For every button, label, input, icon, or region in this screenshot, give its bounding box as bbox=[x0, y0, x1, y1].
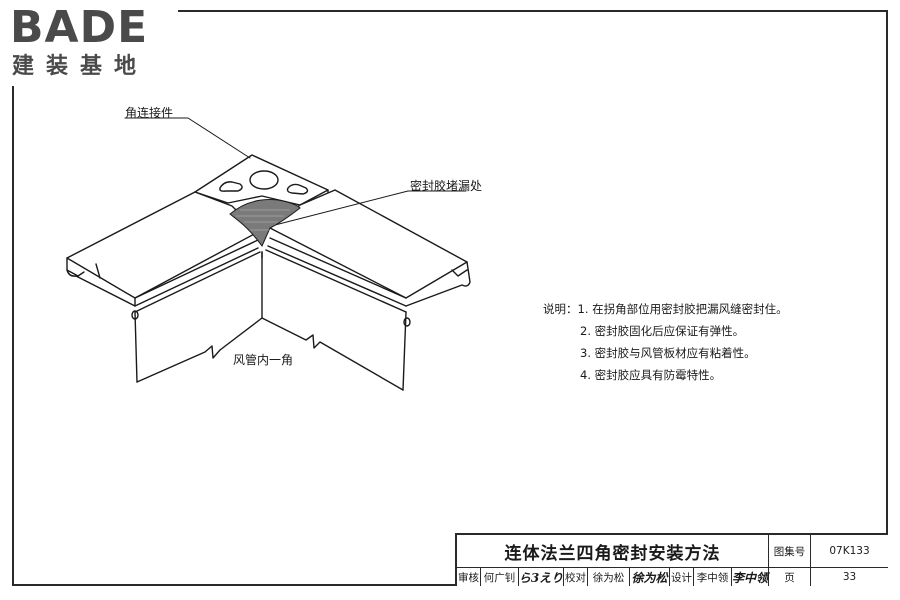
note-line-1: 说明：1. 在拐角部位用密封胶把漏风缝密封住。 bbox=[543, 298, 788, 320]
left-duct-wall bbox=[134, 311, 138, 383]
page-number: 33 bbox=[842, 571, 857, 583]
left-flange-top bbox=[66, 191, 259, 299]
review-label: 审核 bbox=[457, 568, 481, 586]
right-flange-lip bbox=[405, 261, 471, 307]
notes-block: 说明：1. 在拐角部位用密封胶把漏风缝密封住。 2. 密封胶固化后应保证有弹性。… bbox=[543, 298, 788, 386]
designer-name: 李中领 bbox=[694, 568, 732, 586]
left-break-line bbox=[136, 317, 263, 383]
check-label: 校对 bbox=[564, 568, 588, 586]
atlas-number-label: 图集号 bbox=[769, 535, 811, 568]
title-block: 连体法兰四角密封安装方法 图集号 07K133 审核 何广钊 ら3えり 校对 徐… bbox=[455, 533, 888, 586]
design-label: 设计 bbox=[670, 568, 694, 586]
note-item-1: 1. 在拐角部位用密封胶把漏风缝密封住。 bbox=[577, 302, 788, 316]
checker-signature: 徐为松 bbox=[630, 568, 670, 586]
connector-slot-left bbox=[219, 181, 243, 192]
designer-signature: 李中领 bbox=[732, 568, 769, 586]
reviewer-signature: ら3えり bbox=[519, 568, 564, 586]
logo-brand-text: BADE bbox=[10, 2, 149, 53]
note-item-3: 3. 密封胶与风管板材应有粘着性。 bbox=[580, 346, 756, 360]
corner-connector-plate bbox=[194, 154, 329, 206]
corner-connector-label: 角连接件 bbox=[125, 106, 174, 120]
right-duct-wall bbox=[402, 311, 407, 391]
right-break-line bbox=[261, 317, 404, 391]
atlas-number-value: 07K133 bbox=[811, 535, 888, 568]
checker-name: 徐为松 bbox=[588, 568, 630, 586]
drawing-sheet-frame bbox=[12, 10, 888, 586]
note-item-2: 2. 密封胶固化后应保证有弹性。 bbox=[580, 324, 745, 338]
note-item-4: 4. 密封胶应具有防霉特性。 bbox=[580, 368, 722, 382]
sealant-fill bbox=[229, 199, 301, 248]
connector-slot-right bbox=[286, 183, 309, 195]
logo-subtitle-text: 建装基地 bbox=[12, 54, 149, 79]
drawing-title: 连体法兰四角密封安装方法 bbox=[457, 535, 769, 568]
sealant-leak-point-label: 密封胶堵漏处 bbox=[410, 179, 483, 193]
connector-round-hole bbox=[249, 170, 279, 190]
duct-inner-corner-label: 风管内一角 bbox=[233, 353, 294, 367]
notes-heading: 说明： bbox=[543, 302, 578, 316]
bade-logo: BADE 建装基地 bbox=[8, 4, 178, 86]
reviewer-name: 何广钊 bbox=[481, 568, 519, 586]
page-label: 页 bbox=[769, 568, 811, 586]
